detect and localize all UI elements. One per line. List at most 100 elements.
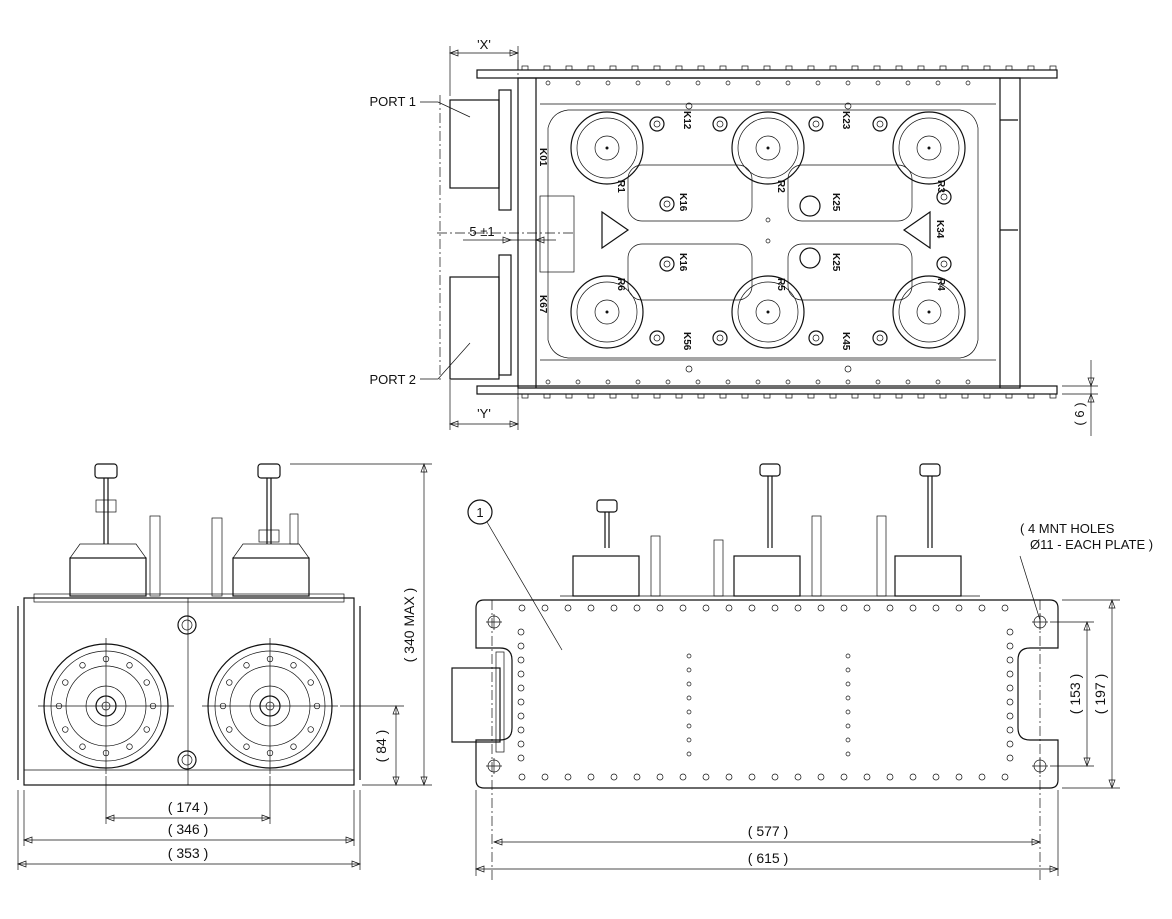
- bolt-hole: [665, 379, 671, 385]
- flange-bolt: [307, 726, 314, 733]
- bolt-hole: [845, 80, 851, 86]
- bolt-hole: [845, 751, 851, 757]
- label-r2: R2: [775, 180, 786, 193]
- plate-tab: [719, 393, 727, 399]
- item-number: 1: [476, 505, 483, 520]
- plate-tab: [1005, 65, 1013, 71]
- bolt-hole: [686, 709, 692, 715]
- plate-tab: [543, 65, 551, 71]
- plate-tab: [697, 393, 705, 399]
- overall-width-dimension: ( 353 ): [168, 845, 208, 861]
- bolt-hole: [564, 773, 572, 781]
- left-tuner-body: [69, 557, 147, 597]
- plate-tab: [763, 393, 771, 399]
- label-k16: K16: [677, 253, 688, 272]
- label-r6: R6: [615, 278, 626, 291]
- label-r4: R4: [935, 278, 946, 291]
- flange-bolt: [126, 743, 133, 750]
- bolt-hole: [610, 604, 618, 612]
- plate-tab: [785, 393, 793, 399]
- bolt-hole: [840, 773, 848, 781]
- flange-bolt: [243, 662, 250, 669]
- bolt-hole: [886, 604, 894, 612]
- flange-bolt: [55, 702, 63, 710]
- flange-bolt: [307, 679, 314, 686]
- label-k45: K45: [840, 332, 851, 351]
- plate-tab: [1027, 393, 1035, 399]
- label-r3: R3: [935, 180, 946, 193]
- bolt-hole: [605, 80, 611, 86]
- bolt-hole: [817, 773, 825, 781]
- bolt-hole: [686, 723, 692, 729]
- bolt-hole: [517, 684, 525, 692]
- height-dimension: ( 340 MAX ): [401, 588, 417, 663]
- bolt-hole: [978, 773, 986, 781]
- bolt-hole: [695, 80, 701, 86]
- plate-tab: [807, 393, 815, 399]
- bolt-hole: [845, 737, 851, 743]
- bolt-hole: [817, 604, 825, 612]
- bolt-hole: [935, 379, 941, 385]
- bolt-hole: [517, 740, 525, 748]
- bolt-hole: [932, 604, 940, 612]
- bolt-hole: [517, 698, 525, 706]
- bolt-hole: [605, 379, 611, 385]
- plate-tab: [1049, 393, 1057, 399]
- side-tuner-1: [572, 555, 640, 597]
- bolt-hole: [905, 379, 911, 385]
- port-flange-right: [202, 638, 338, 774]
- end-housing: [23, 597, 355, 786]
- bolt-hole: [725, 379, 731, 385]
- bolt-hole: [575, 80, 581, 86]
- port-flange-left: [38, 638, 174, 774]
- plate-tab: [873, 65, 881, 71]
- bolt-hole: [665, 80, 671, 86]
- port2-label: PORT 2: [370, 372, 416, 387]
- bolt-hole: [1006, 698, 1014, 706]
- plate-tab: [521, 65, 529, 71]
- tuning-screws: [649, 102, 952, 373]
- bolt-hole: [845, 681, 851, 687]
- top-plate-lower: [476, 385, 1058, 395]
- bolt-hole: [725, 773, 733, 781]
- bolt-hole: [909, 604, 917, 612]
- bolt-hole: [635, 379, 641, 385]
- bolt-hole: [686, 751, 692, 757]
- bolt-hole: [978, 604, 986, 612]
- bolt-hole: [518, 773, 526, 781]
- plate-tab: [719, 65, 727, 71]
- bolt-hole: [955, 604, 963, 612]
- bolt-hole: [695, 379, 701, 385]
- bolt-hole: [702, 773, 710, 781]
- bolt-hole: [517, 628, 525, 636]
- bolt-hole: [635, 80, 641, 86]
- bolt-hole: [1001, 604, 1009, 612]
- bolt-hole: [517, 670, 525, 678]
- bolt-hole: [702, 604, 710, 612]
- body-width-dimension: ( 346 ): [168, 821, 208, 837]
- bolt-hole: [755, 80, 761, 86]
- plate-tab: [521, 393, 529, 399]
- bolt-hole: [541, 604, 549, 612]
- x-reference-label: 'X': [477, 37, 491, 52]
- plate-tab: [873, 393, 881, 399]
- flange-bolt: [62, 679, 69, 686]
- bolt-hole: [564, 604, 572, 612]
- plate-tab: [653, 65, 661, 71]
- port2-connector: [449, 276, 500, 380]
- bolt-hole: [905, 80, 911, 86]
- bolt-hole: [517, 656, 525, 664]
- flange-bolt: [266, 655, 274, 663]
- plate-tab: [851, 393, 859, 399]
- plate-hole-pattern: [486, 614, 1048, 774]
- top-view: R1 R2 R3 R4 R5 R6 K01 K12 K23 K34 K16 K2…: [370, 37, 1098, 436]
- label-r5: R5: [775, 278, 786, 291]
- bolt-hole: [686, 667, 692, 673]
- plate-tab: [631, 65, 639, 71]
- bolt-hole: [517, 726, 525, 734]
- side-port-connector: [451, 667, 501, 743]
- bolt-hole: [845, 667, 851, 673]
- right-tuner-body: [232, 557, 310, 597]
- bolt-hole: [1006, 684, 1014, 692]
- plate-tab: [565, 65, 573, 71]
